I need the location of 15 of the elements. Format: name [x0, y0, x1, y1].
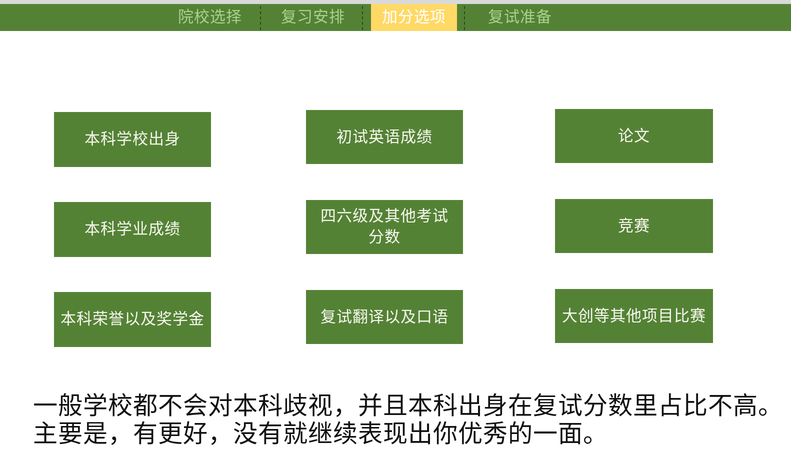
option-box: 大创等其他项目比赛: [555, 289, 713, 343]
option-box: 本科学校出身: [54, 112, 211, 167]
tab-label: 复试准备: [477, 4, 563, 31]
nav-bar: [0, 4, 791, 31]
tab-label: 复习安排: [270, 4, 356, 31]
option-box: 本科学业成绩: [54, 202, 211, 257]
option-box: 竞赛: [555, 199, 713, 253]
paragraph: 一般学校都不会对本科歧视，并且本科出身在复试分数里占比不高。主要是，有更好，没有就继续表现出你优秀的一面。: [33, 392, 784, 448]
option-box: 本科荣誉以及奖学金: [54, 292, 211, 347]
option-box: 论文: [555, 109, 713, 163]
option-box: 初试英语成绩: [306, 110, 463, 164]
option-box: 复试翻译以及口语: [306, 290, 463, 344]
tab-label: 院校选择: [167, 4, 253, 31]
option-box: 四六级及其他考试分数: [306, 200, 463, 254]
selected-tab: 加分选项: [371, 4, 457, 31]
